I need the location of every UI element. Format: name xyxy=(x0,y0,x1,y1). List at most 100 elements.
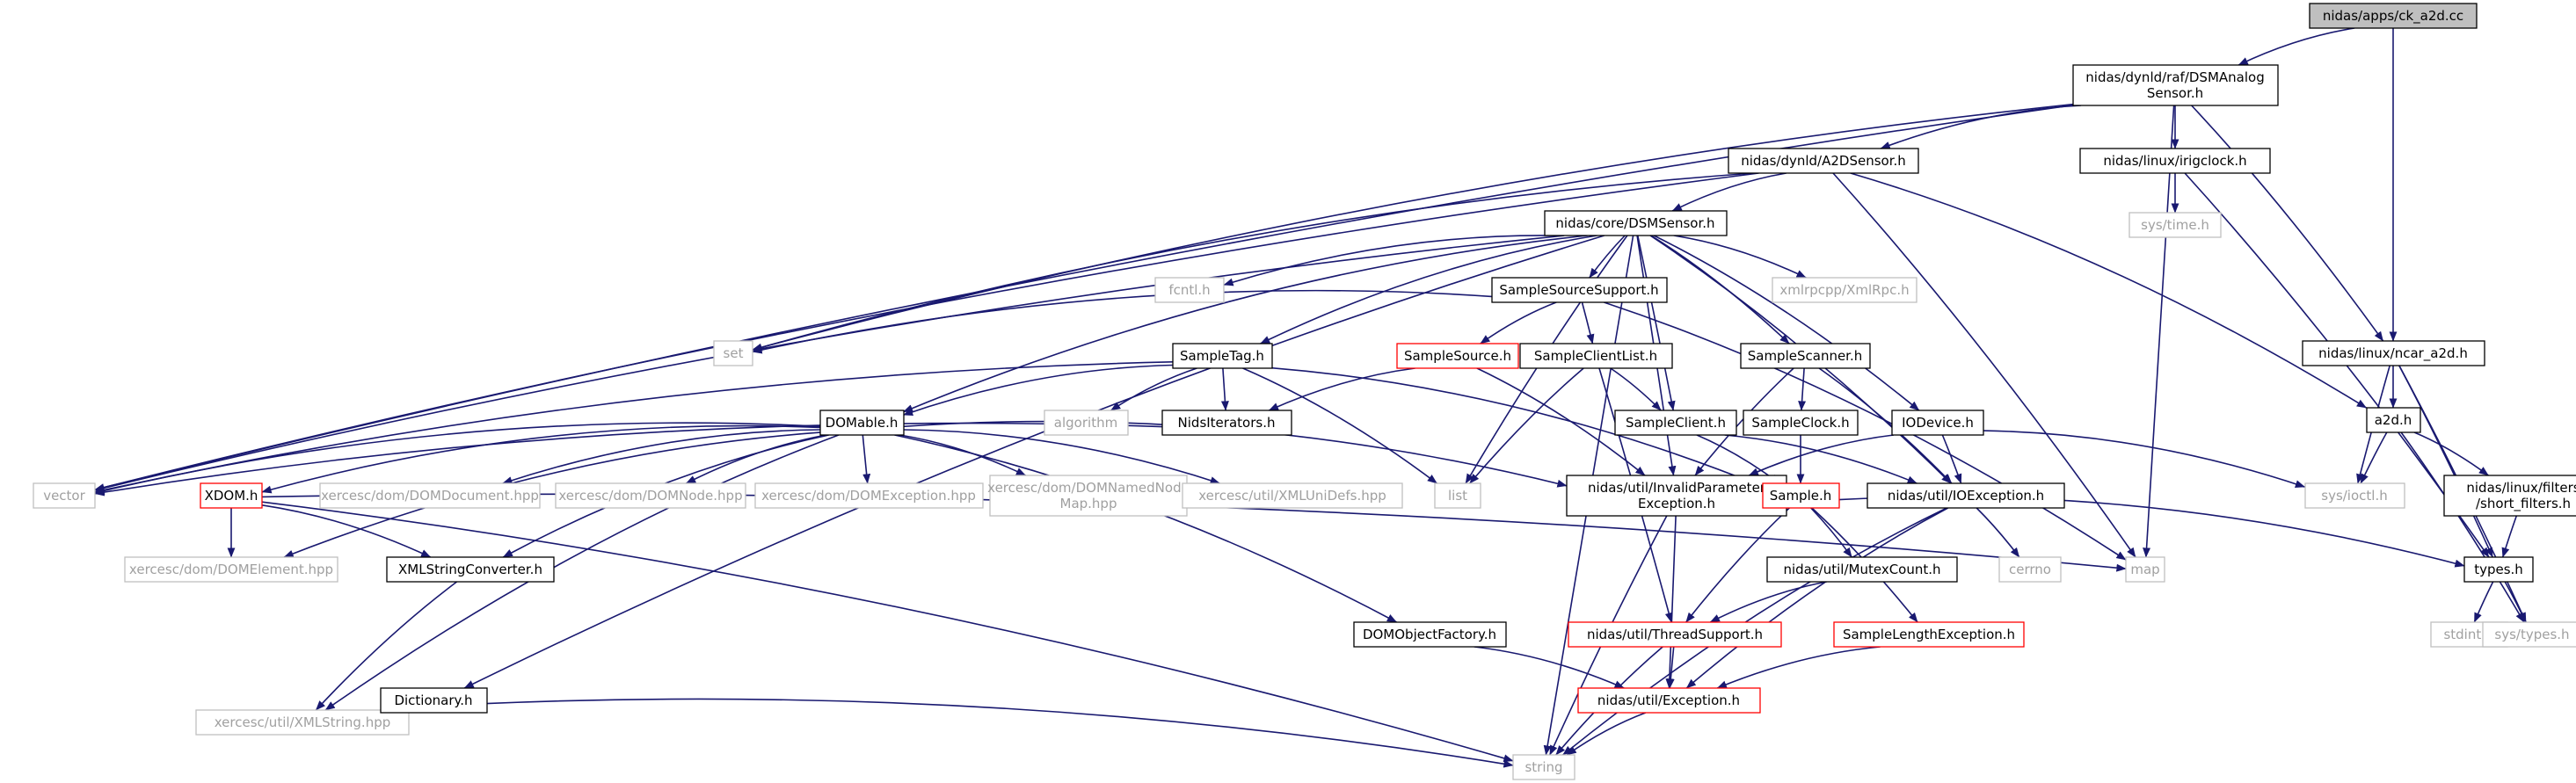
node-typesh[interactable]: types.h xyxy=(2463,556,2534,583)
node-list[interactable]: list xyxy=(1434,482,1481,509)
edges-layer xyxy=(94,27,2527,768)
node-set[interactable]: set xyxy=(713,340,753,366)
edge-sampleclient-to-ioexc xyxy=(1724,434,1917,484)
node-box xyxy=(2304,482,2405,509)
edge-scl-to-sampleclient xyxy=(1610,367,1662,411)
node-a2dsensor[interactable]: nidas/dynld/A2DSensor.h xyxy=(1728,148,1919,174)
node-box xyxy=(1740,343,1871,369)
node-label: sys/time.h xyxy=(2141,217,2209,233)
node-box xyxy=(1998,556,2062,583)
edge-ioexc-to-cerrno xyxy=(1976,507,2020,558)
node-label: list xyxy=(1448,488,1467,504)
node-nidsiter[interactable]: NidsIterators.h xyxy=(1161,410,1292,436)
node-scl[interactable]: SampleClientList.h xyxy=(1519,343,1673,369)
node-irigclock[interactable]: nidas/linux/irigclock.h xyxy=(2079,148,2271,174)
node-box xyxy=(1353,621,1507,648)
node-label: string xyxy=(1524,759,1562,775)
node-xmluni[interactable]: xercesc/util/XMLUniDefs.hpp xyxy=(1182,482,1403,509)
node-box xyxy=(1577,687,1761,714)
node-sampleclock[interactable]: SampleClock.h xyxy=(1743,410,1859,436)
node-label: nidas/linux/irigclock.h xyxy=(2103,153,2246,169)
node-label: SampleSource.h xyxy=(1404,348,1511,364)
node-ncar_a2d[interactable]: nidas/linux/ncar_a2d.h xyxy=(2302,340,2485,366)
node-xmlrpc[interactable]: xmlrpcpp/XmlRpc.h xyxy=(1772,277,1917,303)
node-ioexc[interactable]: nidas/util/IOException.h xyxy=(1867,482,2065,509)
edge-domable-to-domdoc xyxy=(502,429,820,484)
node-box xyxy=(2482,621,2576,648)
node-domexc[interactable]: xercesc/dom/DOMException.hpp xyxy=(754,482,984,509)
edge-dsmsensor-to-sampletag xyxy=(1260,235,1597,344)
node-systypes[interactable]: sys/types.h xyxy=(2482,621,2576,648)
node-mutex[interactable]: nidas/util/MutexCount.h xyxy=(1766,556,1958,583)
node-samplesource[interactable]: SampleSource.h xyxy=(1396,343,1519,369)
node-domobjf[interactable]: DOMObjectFactory.h xyxy=(1353,621,1507,648)
node-slexc[interactable]: SampleLengthException.h xyxy=(1833,621,2025,648)
edge-shortfilt-to-typesh xyxy=(2501,515,2518,558)
node-box xyxy=(1566,475,1787,517)
node-sss[interactable]: SampleSourceSupport.h xyxy=(1491,277,1668,303)
edge-samplesource-to-nidsiter xyxy=(1268,367,1415,411)
node-sampleclient[interactable]: SampleClient.h xyxy=(1614,410,1737,436)
edge-exception-to-string xyxy=(1566,712,1647,756)
node-box xyxy=(386,556,555,583)
node-systime[interactable]: sys/time.h xyxy=(2128,212,2222,238)
node-box xyxy=(2128,212,2222,238)
node-label: DOMable.h xyxy=(826,415,899,431)
edge-domable-to-vector xyxy=(94,422,820,495)
node-string[interactable]: string xyxy=(1512,754,1575,780)
node-label: Sensor.h xyxy=(2147,85,2203,101)
node-fcntl[interactable]: fcntl.h xyxy=(1154,277,1225,303)
node-label: xmlrpcpp/XmlRpc.h xyxy=(1779,282,1909,298)
node-box xyxy=(1434,482,1481,509)
node-root[interactable]: nidas/apps/ck_a2d.cc xyxy=(2309,3,2478,29)
node-label: Sample.h xyxy=(1770,488,1832,504)
node-box xyxy=(33,482,96,509)
node-box xyxy=(1867,482,2065,509)
node-label: nidas/core/DSMSensor.h xyxy=(1555,215,1714,231)
node-map[interactable]: map xyxy=(2125,556,2165,583)
node-box xyxy=(1762,482,1840,509)
node-label: nidas/util/ThreadSupport.h xyxy=(1587,627,1763,642)
edge-typesh-to-stdint xyxy=(2473,581,2494,623)
node-threadsup[interactable]: nidas/util/ThreadSupport.h xyxy=(1568,621,1782,648)
node-box xyxy=(2443,475,2576,517)
node-sysioctl[interactable]: sys/ioctl.h xyxy=(2304,482,2405,509)
node-sampletag[interactable]: SampleTag.h xyxy=(1172,343,1273,369)
node-exception[interactable]: nidas/util/Exception.h xyxy=(1577,687,1761,714)
node-label: xercesc/util/XMLUniDefs.hpp xyxy=(1198,488,1386,504)
node-box xyxy=(1396,343,1519,369)
node-box xyxy=(1772,277,1917,303)
node-vector[interactable]: vector xyxy=(33,482,96,509)
node-box xyxy=(754,482,984,509)
node-box xyxy=(989,475,1188,517)
node-domable[interactable]: DOMable.h xyxy=(819,410,905,436)
node-dictionary[interactable]: Dictionary.h xyxy=(380,687,488,714)
node-scanner[interactable]: SampleScanner.h xyxy=(1740,343,1871,369)
edge-dsmanalog-to-a2dsensor xyxy=(1880,105,2082,149)
node-xdom[interactable]: XDOM.h xyxy=(200,482,263,509)
node-label: set xyxy=(724,345,744,361)
node-xmlsc[interactable]: XMLStringConverter.h xyxy=(386,556,555,583)
node-iodevice[interactable]: IODevice.h xyxy=(1891,410,1984,436)
node-algorithm[interactable]: algorithm xyxy=(1044,410,1129,436)
node-a2dh[interactable]: a2d.h xyxy=(2366,407,2421,433)
node-xmlstring[interactable]: xercesc/util/XMLString.hpp xyxy=(195,709,410,736)
node-label: SampleScanner.h xyxy=(1748,348,1863,364)
node-label: XMLStringConverter.h xyxy=(398,562,542,577)
node-cerrno[interactable]: cerrno xyxy=(1998,556,2062,583)
node-box xyxy=(2302,340,2485,366)
node-shortfilt[interactable]: nidas/linux/filters/short_filters.h xyxy=(2443,475,2576,517)
edge-dsmsensor-to-fcntl xyxy=(1223,235,1554,286)
edge-domable-to-domnode xyxy=(686,434,826,484)
node-domnode[interactable]: xercesc/dom/DOMNode.hpp xyxy=(555,482,746,509)
node-dsmsensor[interactable]: nidas/core/DSMSensor.h xyxy=(1544,210,1728,236)
node-domdoc[interactable]: xercesc/dom/DOMDocument.hpp xyxy=(319,482,541,509)
edge-dsmsensor-to-dictionary xyxy=(463,235,1605,689)
node-box xyxy=(1161,410,1292,436)
node-domelem[interactable]: xercesc/dom/DOMElement.hpp xyxy=(124,556,338,583)
node-sampleh[interactable]: Sample.h xyxy=(1762,482,1840,509)
node-label: xercesc/dom/DOMNamedNode xyxy=(987,480,1190,496)
